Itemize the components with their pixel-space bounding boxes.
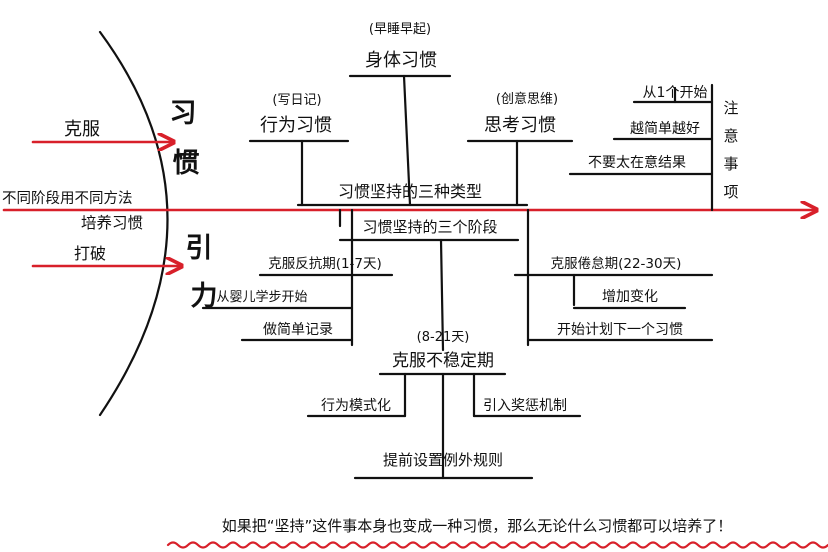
stage1-item-baby-steps: 从婴儿学步开始 [216,289,307,305]
title-char-1: 习 [170,98,197,129]
stage2-title: 克服不稳定期 [392,351,494,371]
footer-wavy-underline [166,541,828,549]
title-char-3: 引 [186,233,213,264]
note-simpler-better: 越简单越好 [630,120,700,137]
stage2-stem-upper [439,238,445,352]
label-body-habit: 身体习惯 [365,50,437,71]
title-char-2: 惯 [173,148,200,179]
gravity-arc [98,30,169,417]
stage2-item-behavior-pattern: 行为模式化 [321,398,391,414]
label-ke-fu: 克服 [64,119,100,140]
stage2-item-exception-rules: 提前设置例外规则 [383,451,503,469]
stage2-item-reward-punish: 引入奖惩机制 [483,397,567,414]
stage3-item-add-change: 增加变化 [602,289,658,305]
stage1-item-simple-record: 做简单记录 [263,321,333,338]
title-char-4: 力 [191,281,218,312]
stage3-title: 克服倦怠期(22-30天) [551,256,682,272]
note-dont-mind-result: 不要太在意结果 [588,154,686,171]
stage2-days: (8-21天) [417,330,470,345]
notes-label-char-4: 项 [723,183,738,201]
note-diary: (写日记) [272,93,321,108]
label-different-methods: 不同阶段用不同方法 [2,190,133,207]
notes-label-char-1: 注 [723,99,738,117]
notes-label-char-3: 事 [723,155,738,173]
label-three-stages: 习惯坚持的三个阶段 [362,218,497,236]
stage1-title: 克服反抗期(1-7天) [268,256,382,272]
label-thinking-habit: 思考习惯 [484,115,556,136]
note-creative-thinking: (创意思维) [496,91,558,107]
note-early-sleep: (早睡早起) [369,22,431,37]
footer-quote: 如果把“坚持”这件事本身也变成一种习惯，那么无论什么习惯都可以培养了！ [222,517,733,535]
label-cultivate-habit: 培养习惯 [81,214,143,232]
stage3-item-plan-next: 开始计划下一个习惯 [557,321,683,338]
label-behavior-habit: 行为习惯 [260,115,332,136]
label-da-po: 打破 [74,244,106,263]
body-habit-stem [402,74,412,207]
notes-label-char-2: 意 [723,127,738,145]
